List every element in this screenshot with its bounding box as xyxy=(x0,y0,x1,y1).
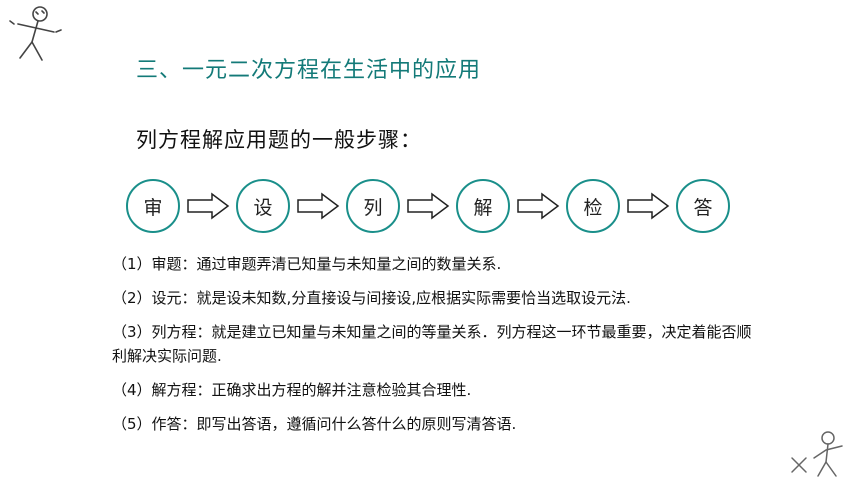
step-explanations: （1）审题：通过审题弄清已知量与未知量之间的数量关系. （2）设元：就是设未知数… xyxy=(112,252,752,446)
explanation-formulate: （3）列方程：就是建立已知量与未知量之间的等量关系．列方程这一环节最重要，决定着… xyxy=(112,323,752,365)
explanation-review: （1）审题：通过审题弄清已知量与未知量之间的数量关系. xyxy=(112,255,502,273)
step-circle-solve: 解 xyxy=(456,179,510,233)
step-circle-answer: 答 xyxy=(676,179,730,233)
explanation-assume: （2）设元：就是设未知数,分直接设与间接设,应根据实际需要恰当选取设元法. xyxy=(112,289,631,307)
step-circle-formulate: 列 xyxy=(346,179,400,233)
step-circle-assume: 设 xyxy=(236,179,290,233)
arrow-right-icon xyxy=(517,192,560,220)
explanation-solve: （4）解方程：正确求出方程的解并注意检验其合理性. xyxy=(112,381,472,399)
step-circle-check: 检 xyxy=(566,179,620,233)
section-subtitle: 列方程解应用题的一般步骤： xyxy=(136,128,422,152)
arrow-right-icon xyxy=(407,192,450,220)
stick-figure-icon xyxy=(9,6,62,61)
page-title: 三、一元二次方程在生活中的应用 xyxy=(136,58,482,83)
explanation-answer: （5）作答：即写出答语，遵循问什么答什么的原则写清答语. xyxy=(112,415,517,433)
arrow-right-icon xyxy=(627,192,670,220)
stick-figure-icon xyxy=(791,431,843,477)
step-circle-review: 审 xyxy=(126,179,180,233)
step-flow: 审 设 列 解 检 答 xyxy=(126,178,730,234)
arrow-right-icon xyxy=(297,192,340,220)
arrow-right-icon xyxy=(187,192,230,220)
